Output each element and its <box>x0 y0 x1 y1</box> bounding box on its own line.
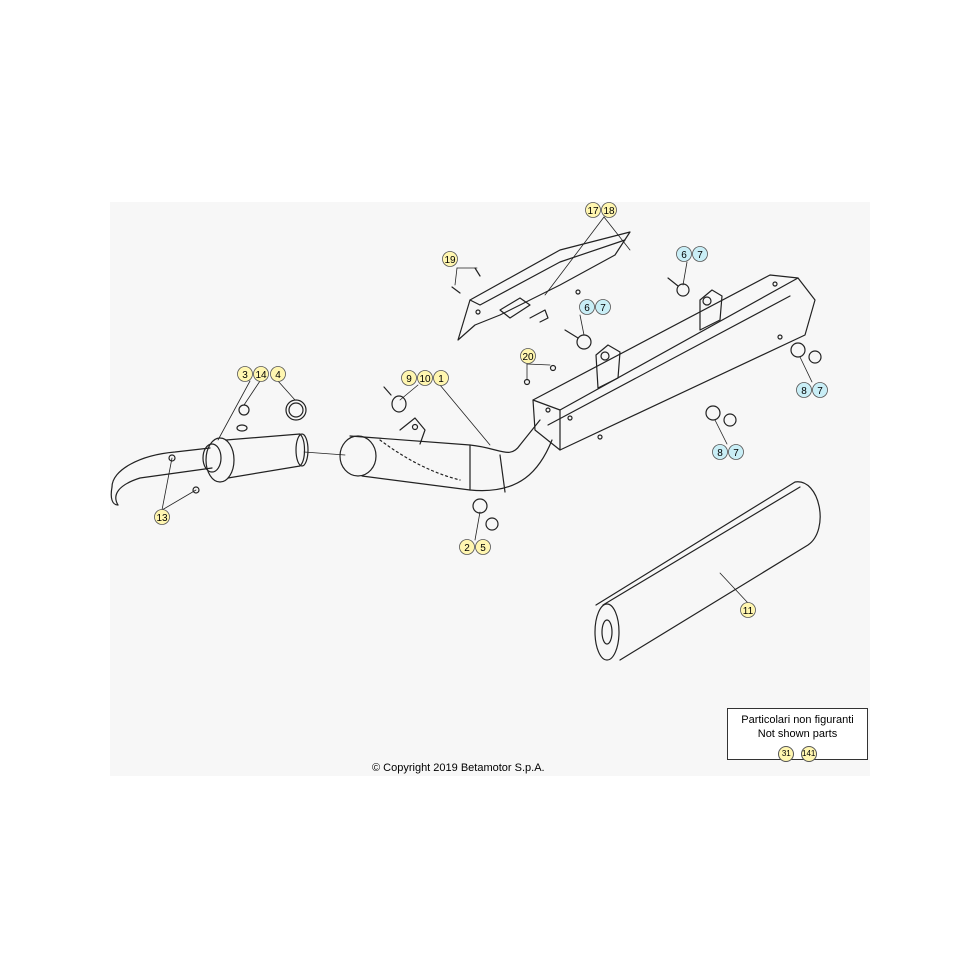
silencer-sleeve-part <box>594 481 821 661</box>
callout-4: 4 <box>270 366 286 382</box>
svg-text:7: 7 <box>697 250 703 261</box>
svg-text:4: 4 <box>275 370 281 381</box>
svg-text:9: 9 <box>406 374 412 385</box>
legend-title-italian: Particolari non figuranti <box>741 714 854 726</box>
leader-lines <box>161 216 813 604</box>
svg-text:13: 13 <box>156 513 168 524</box>
legend-badges: 31 141 <box>728 745 867 763</box>
svg-text:7: 7 <box>733 448 739 459</box>
callout-10: 10 <box>417 370 433 386</box>
not-shown-parts-box: Particolari non figuranti Not shown part… <box>727 708 868 763</box>
svg-text:17: 17 <box>587 206 599 217</box>
svg-text:6: 6 <box>681 250 687 261</box>
callout-7: 7 <box>595 299 611 315</box>
callout-7: 7 <box>728 444 744 460</box>
callout-2: 2 <box>459 539 475 555</box>
callout-5: 5 <box>475 539 491 555</box>
svg-text:18: 18 <box>603 206 615 217</box>
callout-6: 6 <box>579 299 595 315</box>
svg-text:8: 8 <box>801 386 807 397</box>
diagram-panel <box>110 202 870 776</box>
copyright-text: © Copyright 2019 Betamotor S.p.A. <box>372 762 545 774</box>
callout-7: 7 <box>692 246 708 262</box>
svg-text:10: 10 <box>419 374 431 385</box>
svg-text:5: 5 <box>480 543 486 554</box>
svg-text:20: 20 <box>522 352 534 363</box>
callout-8: 8 <box>712 444 728 460</box>
callout-13: 13 <box>154 509 170 525</box>
callout-9: 9 <box>401 370 417 386</box>
header-pipe-part <box>110 399 309 506</box>
link-pipe-part <box>339 417 553 493</box>
svg-text:3: 3 <box>242 370 248 381</box>
callout-20: 20 <box>520 348 536 364</box>
silencer-part <box>532 274 816 451</box>
callout-11: 11 <box>740 602 756 618</box>
svg-text:1: 1 <box>438 374 444 385</box>
callout-8: 8 <box>796 382 812 398</box>
callout-7: 7 <box>812 382 828 398</box>
svg-text:6: 6 <box>584 303 590 314</box>
legend-title-english: Not shown parts <box>757 728 838 740</box>
callout-18: 18 <box>601 202 617 218</box>
callout-14: 14 <box>253 366 269 382</box>
callout-17: 17 <box>585 202 601 218</box>
callout-19: 19 <box>442 251 458 267</box>
legend-badge: 31 <box>778 745 795 762</box>
callout-3: 3 <box>237 366 253 382</box>
svg-text:11: 11 <box>743 606 754 617</box>
legend-badge: 141 <box>800 745 817 762</box>
svg-text:2: 2 <box>464 543 470 554</box>
callout-6: 6 <box>676 246 692 262</box>
callout-1: 1 <box>433 370 449 386</box>
heat-shield-part <box>457 231 631 341</box>
svg-text:7: 7 <box>600 303 606 314</box>
svg-text:8: 8 <box>717 448 723 459</box>
svg-text:14: 14 <box>255 370 267 381</box>
svg-text:19: 19 <box>444 255 456 266</box>
svg-text:7: 7 <box>817 386 823 397</box>
